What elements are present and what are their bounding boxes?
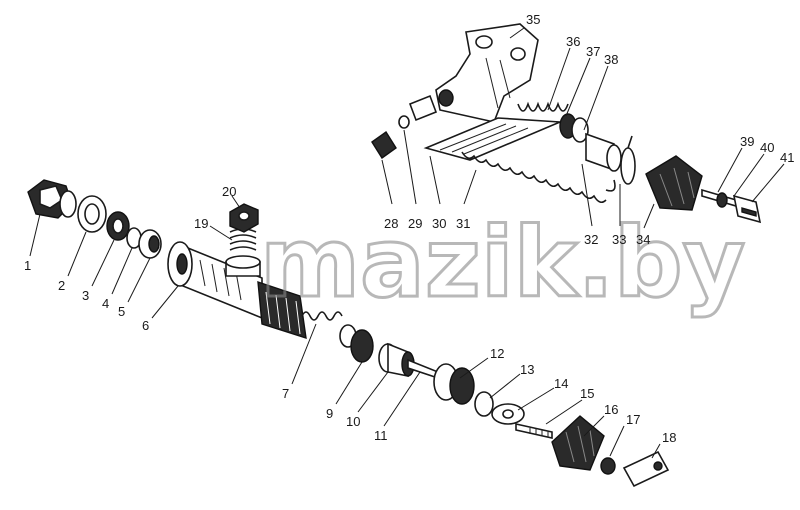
part-11-rod [407,358,439,380]
part-19-spring [229,228,257,251]
callout-4: 4 [102,296,109,311]
part-5-bushing [138,229,162,259]
callout-labels: 1 2 3 4 5 6 7 9 10 11 12 13 14 15 16 17 … [24,12,794,445]
callout-40: 40 [760,140,774,155]
callout-18: 18 [662,430,676,445]
callout-36: 36 [566,34,580,49]
part-33-circlip [620,135,636,185]
callout-5: 5 [118,304,125,319]
callout-29: 29 [408,216,422,231]
part-2-washer [77,195,107,233]
callout-33: 33 [612,232,626,247]
part-40-nut [716,192,728,208]
callout-12: 12 [490,346,504,361]
part-36-spring [517,101,569,112]
part-12-seal [433,363,475,405]
callout-16: 16 [604,402,618,417]
part-18-clevis [622,450,670,488]
callout-9: 9 [326,406,333,421]
callout-10: 10 [346,414,360,429]
part-1-plug [27,179,77,219]
callout-14: 14 [554,376,568,391]
part-31-return-spring [461,151,616,204]
part-38-piston [585,132,622,172]
part-35-bracket [435,23,539,123]
part-37-seal [559,113,589,143]
callout-31: 31 [456,216,470,231]
part-15-pushrod [515,423,553,439]
part-34-boot [645,155,703,211]
callout-28: 28 [384,216,398,231]
callout-41: 41 [780,150,794,165]
part-17-nut [600,457,616,475]
callout-19: 19 [194,216,208,231]
part-14-flange [491,403,525,425]
callout-39: 39 [740,134,754,149]
callout-13: 13 [520,362,534,377]
callout-3: 3 [82,288,89,303]
part-30-plate [423,117,561,161]
part-10-piston [378,342,415,377]
part-29-valve [398,94,438,129]
callout-6: 6 [142,318,149,333]
callout-38: 38 [604,52,618,67]
part-3-nut [106,211,130,241]
leader-lines [29,27,785,459]
callout-15: 15 [580,386,594,401]
part-28-filter [371,130,397,160]
part-6-cylinder-body [167,241,307,340]
part-7-spring [301,311,343,321]
callout-34: 34 [636,232,650,247]
callout-11: 11 [374,428,388,443]
callout-32: 32 [584,232,598,247]
callout-2: 2 [58,278,65,293]
callout-20: 20 [222,184,236,199]
callout-1: 1 [24,258,31,273]
part-9-cup [350,329,374,363]
callout-7: 7 [282,386,289,401]
callout-17: 17 [626,412,640,427]
part-13-ring [474,391,494,417]
callout-37: 37 [586,44,600,59]
callout-35: 35 [526,12,540,27]
part-41-clevis [732,194,762,224]
part-20-nut [229,203,259,233]
watermark-text: mazik.by [260,207,745,319]
callout-30: 30 [432,216,446,231]
